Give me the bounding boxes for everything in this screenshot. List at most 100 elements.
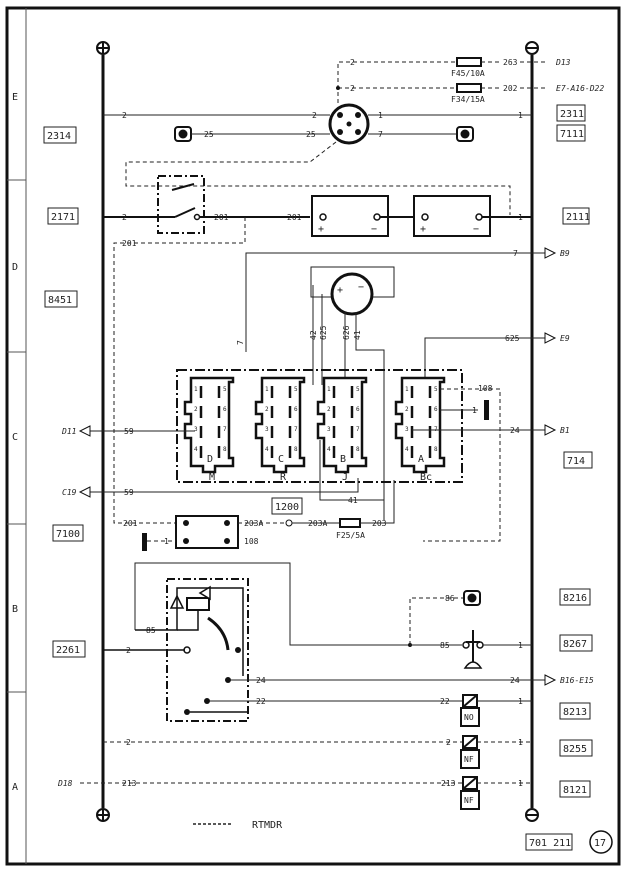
dest-b16-e15: B16-E15 [560, 676, 594, 685]
svg-text:1: 1 [378, 111, 383, 120]
pin-number: 5 [434, 386, 438, 393]
svg-text:+: + [318, 224, 324, 235]
zone-label-a: A [12, 782, 18, 793]
dest-b1: B1 [560, 426, 570, 435]
svg-text:8213: 8213 [563, 707, 587, 718]
pin-number: 6 [434, 406, 438, 413]
svg-text:2: 2 [446, 738, 451, 747]
connector-letter: D [207, 454, 213, 465]
pin-number: 1 [194, 386, 198, 393]
svg-text:42: 42 [309, 330, 318, 340]
svg-text:−: − [473, 224, 479, 235]
svg-text:1: 1 [518, 738, 523, 747]
svg-text:1: 1 [472, 406, 477, 415]
svg-text:25: 25 [204, 130, 214, 139]
ref-box-7100: 7100 [52, 524, 84, 542]
svg-text:NF: NF [464, 755, 474, 764]
svg-text:22: 22 [440, 697, 450, 706]
svg-text:−: − [358, 282, 364, 293]
legend-label: RTMDR [252, 820, 283, 831]
pin-number: 5 [294, 386, 298, 393]
pin-number: 3 [265, 426, 269, 433]
connector-id: J [342, 472, 348, 483]
switch-nf-2: NF [460, 776, 480, 810]
svg-text:8121: 8121 [563, 785, 587, 796]
svg-text:2111: 2111 [566, 212, 590, 223]
page-frame [5, 6, 621, 866]
fuse-f45: 2 F45/10A 263 D13 [337, 57, 571, 103]
pin-number: 4 [405, 446, 409, 453]
pin-number: 4 [194, 446, 198, 453]
battery-isolator-switch [103, 175, 205, 234]
pin-number: 8 [356, 446, 360, 453]
connector-letter: C [278, 454, 284, 465]
ref-box-8121: 8121 [559, 780, 591, 798]
svg-text:625: 625 [505, 334, 520, 343]
svg-text:2: 2 [122, 111, 127, 120]
ref-box-714: 714 [563, 451, 593, 469]
svg-text:213: 213 [441, 779, 456, 788]
arrow-b16-e15-icon [544, 674, 557, 686]
svg-text:7: 7 [236, 340, 245, 345]
fuse-f25: F25/5A [336, 518, 365, 540]
indicator-lamp-icon [456, 126, 474, 142]
dest-b9: B9 [560, 249, 570, 258]
svg-text:8267: 8267 [563, 639, 587, 650]
svg-text:85: 85 [440, 641, 450, 650]
pin-number: 2 [194, 406, 198, 413]
svg-text:108: 108 [244, 537, 259, 546]
svg-text:25: 25 [306, 130, 316, 139]
pin-number: 2 [265, 406, 269, 413]
ref-box-7111: 7111 [556, 124, 586, 142]
svg-text:1200: 1200 [275, 502, 299, 513]
pin-number: 6 [294, 406, 298, 413]
dest-e9: E9 [560, 334, 570, 343]
pin-number: 7 [294, 426, 298, 433]
svg-text:2171: 2171 [51, 212, 75, 223]
svg-text:F34/15A: F34/15A [451, 95, 485, 104]
svg-text:2261: 2261 [56, 645, 80, 656]
pin-number: 2 [327, 406, 331, 413]
arrow-c19-icon [78, 486, 91, 498]
connector-id: Bc [420, 472, 432, 483]
svg-text:1: 1 [164, 537, 169, 546]
dest-c19: C19 [62, 488, 77, 497]
svg-text:201: 201 [287, 213, 302, 222]
svg-text:24: 24 [256, 676, 266, 685]
pin-number: 6 [356, 406, 360, 413]
svg-text:7: 7 [513, 249, 518, 258]
pin-number: 8 [294, 446, 298, 453]
ignition-switch [328, 103, 370, 145]
pin-number: 3 [194, 426, 198, 433]
warning-lamp-86-icon [463, 590, 481, 606]
ref-box-2111: 2111 [562, 207, 590, 225]
dest-d11: D11 [61, 427, 76, 436]
pin-number: 3 [327, 426, 331, 433]
svg-text:7100: 7100 [56, 529, 80, 540]
pin-number: 5 [223, 386, 227, 393]
svg-text:213: 213 [122, 779, 137, 788]
pin-number: 3 [405, 426, 409, 433]
pin-number: 6 [223, 406, 227, 413]
pin-number: 2 [405, 406, 409, 413]
ref-box-2261: 2261 [52, 640, 86, 658]
svg-text:201: 201 [123, 519, 138, 528]
svg-text:59: 59 [124, 488, 134, 497]
svg-text:2: 2 [350, 84, 355, 93]
pin-number: 4 [327, 446, 331, 453]
svg-text:714: 714 [567, 456, 585, 467]
svg-text:201: 201 [122, 239, 137, 248]
ref-box-1200: 1200 [271, 497, 303, 515]
svg-text:NO: NO [464, 713, 474, 722]
zone-label-d: D [12, 262, 18, 273]
page-ref-box: 701 211 [525, 833, 573, 851]
connector-block-frame [176, 369, 463, 483]
svg-text:17: 17 [594, 838, 606, 849]
svg-text:F45/10A: F45/10A [451, 69, 485, 78]
ref-box-8213: 8213 [559, 702, 591, 720]
svg-text:203A: 203A [244, 519, 263, 528]
pin-number: 1 [405, 386, 409, 393]
